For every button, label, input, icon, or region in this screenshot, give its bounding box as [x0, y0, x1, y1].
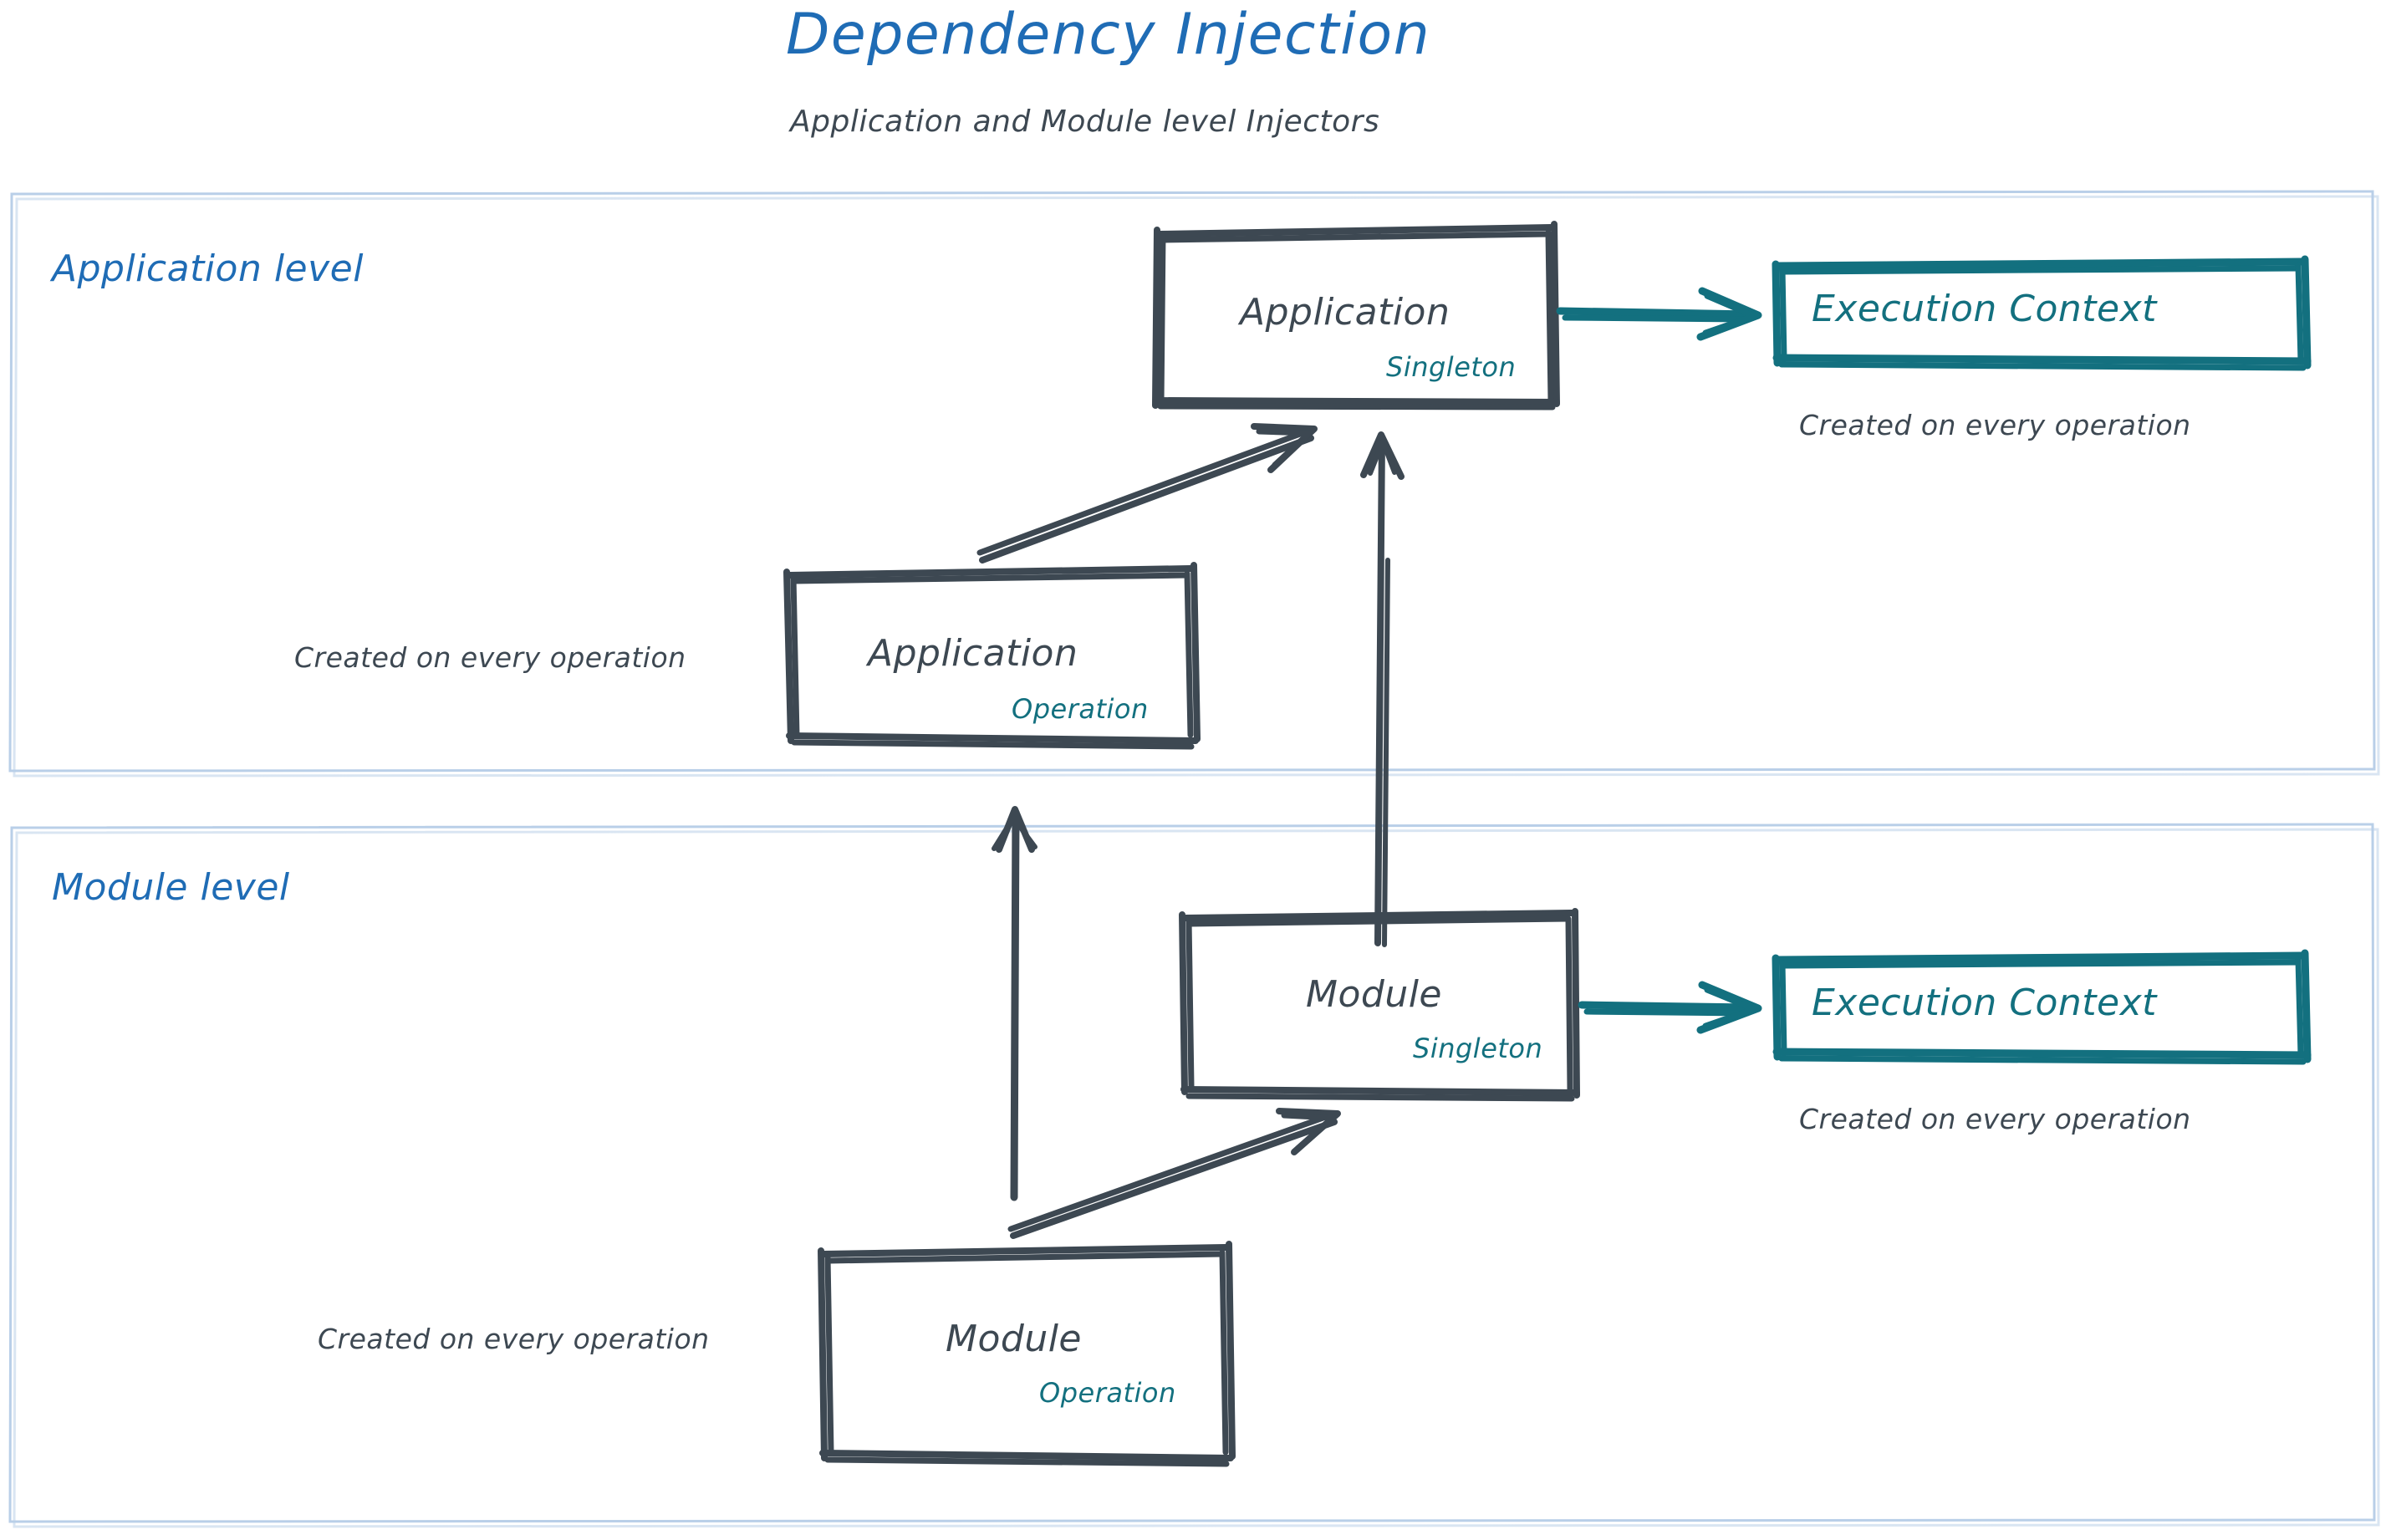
page-title: Dependency Injection: [786, 2, 1431, 68]
node-title-module-operation: Module: [946, 1318, 1082, 1360]
node-title-execution-context-module: Execution Context: [1812, 982, 2157, 1024]
node-title-application-operation: Application: [868, 632, 1078, 675]
node-scope-module-singleton: Singleton: [1413, 1033, 1543, 1064]
node-module-operation[interactable]: [821, 1244, 1232, 1463]
arrow-module-singleton-to-app-singleton: [1360, 431, 1405, 947]
node-execution-context-module[interactable]: [1776, 953, 2311, 1063]
node-scope-module-operation: Operation: [1039, 1377, 1176, 1409]
node-application-singleton[interactable]: [1155, 226, 1558, 410]
caption-execution-context-application: Created on every operation: [1799, 409, 2191, 441]
caption-application-operation: Created on every operation: [294, 641, 686, 674]
node-title-application-singleton: Application: [1240, 291, 1450, 334]
node-scope-application-operation: Operation: [1012, 693, 1149, 725]
arrow-module-operation-to-module-singleton: [1007, 1108, 1341, 1239]
node-module-singleton[interactable]: [1182, 911, 1577, 1099]
node-application-operation[interactable]: [787, 565, 1198, 747]
node-title-execution-context-application: Execution Context: [1812, 288, 2157, 330]
node-scope-application-singleton: Singleton: [1386, 351, 1517, 383]
page-subtitle: Application and Module level Injectors: [790, 105, 1380, 139]
panel-label-module-level: Module level: [52, 866, 290, 909]
arrow-module-singleton-to-exec-context: [1578, 981, 1762, 1034]
panel-label-application-level: Application level: [52, 247, 364, 290]
node-execution-context-application[interactable]: [1776, 259, 2311, 370]
caption-execution-context-module: Created on every operation: [1799, 1103, 2191, 1135]
arrow-module-operation-to-application-level: [992, 806, 1038, 1201]
arrow-app-operation-to-app-singleton: [976, 423, 1318, 563]
node-title-module-singleton: Module: [1306, 973, 1442, 1016]
caption-module-operation: Created on every operation: [318, 1323, 710, 1355]
arrow-app-singleton-to-exec-context: [1556, 287, 1762, 341]
